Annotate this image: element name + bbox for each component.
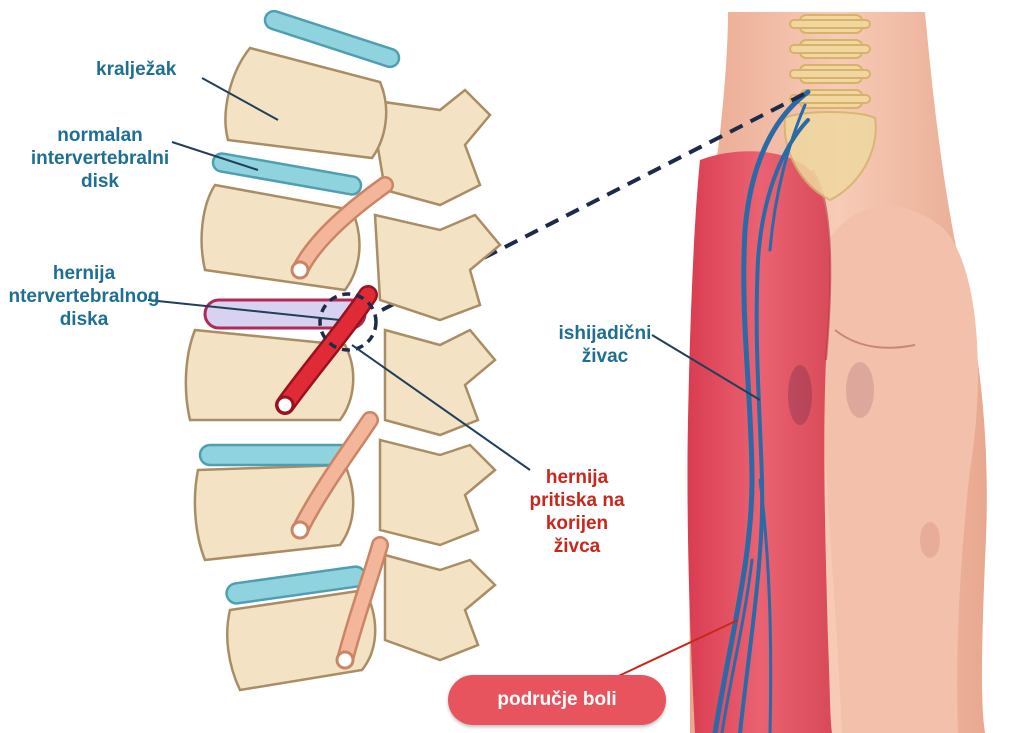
right-leg: [818, 206, 978, 733]
label-hernia-pressure-line4: živca: [512, 535, 642, 558]
label-herniated-disc-line3: diska: [0, 308, 168, 331]
label-herniated-disc-line2: ntervertebralnog: [0, 285, 168, 308]
label-normal-disc-line1: normalan: [20, 124, 180, 147]
label-normal-disc: normalan intervertebralni disk: [20, 124, 180, 193]
label-normal-disc-line2: intervertebralni: [20, 147, 180, 170]
left-leg-bruise: [788, 365, 812, 425]
label-sciatic-nerve-line1: ishijadični: [545, 322, 665, 345]
label-normal-disc-line3: disk: [20, 170, 180, 193]
vertebral-body: [225, 48, 386, 158]
label-herniated-disc-line1: hernija: [0, 262, 168, 285]
body-back-view: [687, 12, 986, 733]
label-hernia-pressure: hernija pritiska na korijen živca: [512, 466, 642, 558]
label-sciatic-nerve: ishijadični živac: [545, 322, 665, 368]
label-vertebra: kralježak: [96, 58, 176, 81]
right-leg-shadow: [846, 362, 874, 418]
label-herniated-disc: hernija ntervertebralnog diska: [0, 262, 168, 331]
label-sciatic-nerve-line2: živac: [545, 345, 665, 368]
label-hernia-pressure-line1: hernija: [512, 466, 642, 489]
lumbar-spine: [186, 9, 500, 690]
label-hernia-pressure-line3: korijen: [512, 512, 642, 535]
pain-area-badge: područje boli: [448, 675, 666, 725]
label-hernia-pressure-line2: pritiska na: [512, 489, 642, 512]
